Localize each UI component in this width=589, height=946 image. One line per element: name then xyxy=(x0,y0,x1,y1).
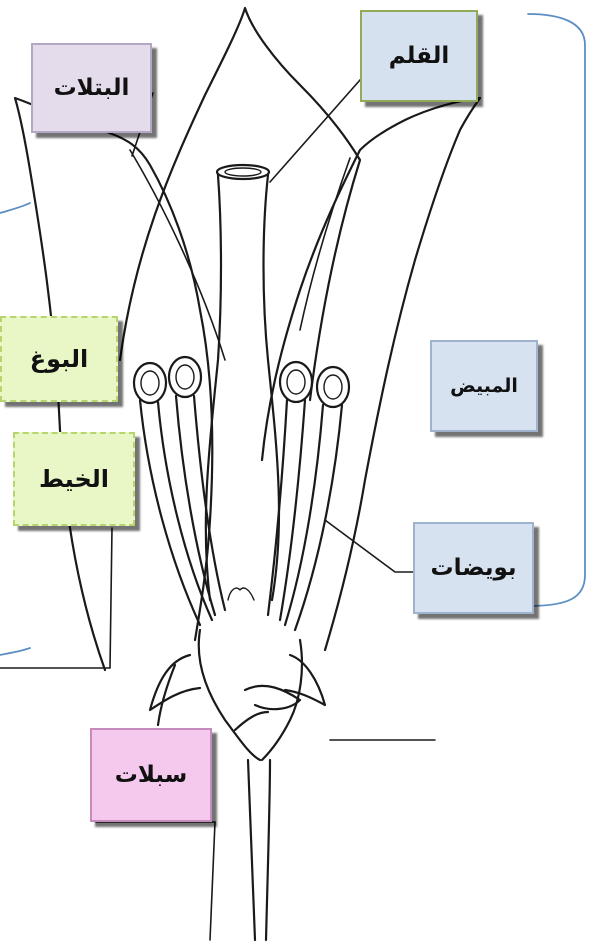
center-petal xyxy=(120,8,360,400)
label-sepals: سبلات xyxy=(90,728,212,822)
label-style: القلم xyxy=(360,10,478,102)
receptacle xyxy=(199,630,302,760)
sepal-left xyxy=(150,655,200,725)
label-filament: الخيط xyxy=(13,432,135,526)
stamens-right xyxy=(268,362,349,630)
label-anther: البوغ xyxy=(0,316,118,402)
sepal-right xyxy=(285,655,325,705)
label-ovary: المبيض xyxy=(430,340,538,432)
leader-filament xyxy=(0,528,112,668)
label-petals: البتلات xyxy=(31,43,152,133)
stem xyxy=(248,760,270,940)
leader-ovules xyxy=(325,520,420,572)
label-ovules: بويضات xyxy=(413,522,534,614)
